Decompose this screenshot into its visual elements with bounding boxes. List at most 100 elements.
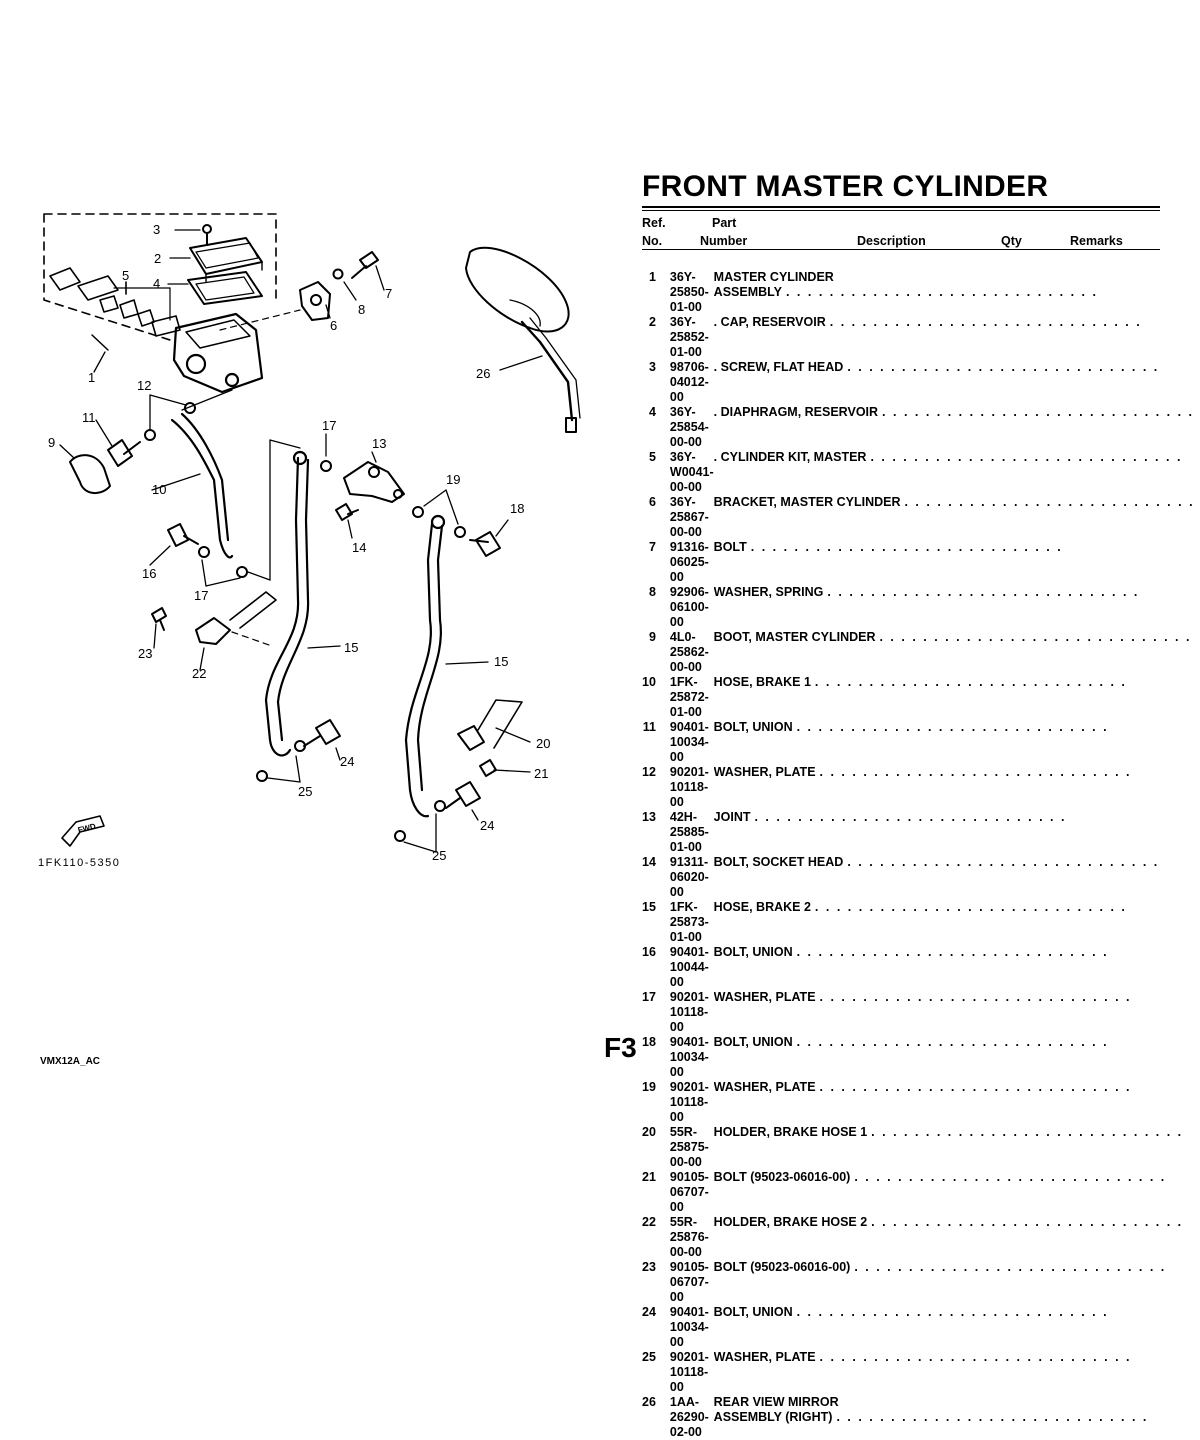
description: BOLT, UNION [714, 1035, 1200, 1080]
header-qty: Qty [1001, 234, 1022, 248]
bracket-master-cylinder [299, 281, 331, 321]
callout-20: 20 [536, 736, 550, 751]
title-rule-thin [642, 210, 1160, 211]
ref-no: 16 [642, 945, 656, 959]
description-text: BRACKET, MASTER CYLINDER [713, 495, 901, 509]
description-text: BOLT, UNION [713, 1035, 793, 1049]
callout-15a: 15 [344, 640, 358, 655]
part-number: 98706-04012-00 [669, 360, 709, 404]
ref-no: 25 [642, 1350, 656, 1364]
ref-no: 19 [642, 1080, 656, 1094]
ref-no: 14 [642, 855, 656, 869]
callout-17b: 17 [322, 418, 336, 433]
ref-no: 26 [642, 1395, 656, 1409]
part-number: 36Y-25854-00-00 [669, 405, 709, 449]
description-text: BOLT, UNION [713, 945, 793, 959]
fwd-label: FWD [77, 822, 97, 835]
bolt-union-11 [95, 419, 141, 467]
description: WASHER, SPRING [714, 585, 1200, 630]
callout-1: 1 [88, 370, 95, 385]
holder-brake-hose-1 [457, 699, 531, 751]
description-text: HOSE, BRAKE 2 [713, 900, 811, 914]
part-number: 1FK-25872-01-00 [669, 675, 709, 719]
description: BRACKET, MASTER CYLINDER [714, 495, 1200, 540]
ref-no: 3 [648, 360, 656, 374]
rear-view-mirror [465, 246, 581, 433]
description-text: WASHER, PLATE [713, 990, 816, 1004]
assembly-outline [43, 213, 277, 341]
part-number: 90401-10044-00 [669, 945, 709, 989]
description: HOSE, BRAKE 2 [714, 900, 1200, 945]
description-text: WASHER, SPRING [713, 585, 824, 599]
callout-25a: 25 [298, 784, 312, 799]
callout-8: 8 [358, 302, 365, 317]
ref-no: 8 [648, 585, 656, 599]
bolt-union-18 [469, 519, 509, 557]
header-part-top: Part [712, 216, 737, 230]
master-cylinder-body [172, 309, 301, 411]
exploded-parts-diagram: 1 2 3 4 5 6 7 8 9 10 11 12 13 14 15 15 1… [38, 213, 581, 869]
ref-no: 11 [642, 720, 656, 734]
description: HOLDER, BRAKE HOSE 2 [714, 1215, 1200, 1260]
callout-4: 4 [153, 276, 160, 291]
part-number: 92906-06100-00 [669, 585, 709, 629]
ref-no: 24 [642, 1305, 656, 1319]
callout-5: 5 [122, 268, 129, 283]
header-part-bottom: Number [700, 234, 748, 248]
part-number: 1FK-25873-01-00 [669, 900, 709, 944]
description-text: WASHER, PLATE [713, 765, 816, 779]
description: BOLT [714, 540, 1200, 585]
washer-plate-17-right [320, 433, 332, 472]
description: HOLDER, BRAKE HOSE 1 [714, 1125, 1200, 1170]
description-text: . CYLINDER KIT, MASTER [713, 450, 867, 464]
header-ref-top: Ref. [642, 216, 666, 230]
page-title: FRONT MASTER CYLINDER [642, 170, 1049, 203]
part-number: 55R-25876-00-00 [669, 1215, 709, 1259]
description-text: BOLT [713, 540, 747, 554]
description-text: BOLT (95023-06016-00) [713, 1170, 851, 1184]
part-number: 91311-06020-00 [669, 855, 709, 899]
description: BOLT, UNION [714, 945, 1200, 990]
ref-no: 13 [642, 810, 656, 824]
part-number: 90105-06707-00 [669, 1170, 709, 1214]
header-rule [642, 249, 1160, 250]
bolt-7 [351, 251, 385, 291]
callout-22: 22 [192, 666, 206, 681]
bolt-21 [479, 759, 531, 777]
description-text: BOLT, UNION [713, 720, 793, 734]
description: BOLT (95023-06016-00) [714, 1170, 1200, 1215]
callout-13: 13 [372, 436, 386, 451]
part-number: 90201-10118-00 [669, 1080, 709, 1124]
callout-17a: 17 [194, 588, 208, 603]
part-number: 1AA-26290-02-00 [669, 1395, 709, 1439]
washer-spring [332, 268, 357, 301]
ref-no: 1 [648, 270, 656, 284]
description-line-2: ASSEMBLY (RIGHT) [713, 1410, 833, 1424]
description: BOOT, MASTER CYLINDER [714, 630, 1200, 675]
callout-21: 21 [534, 766, 548, 781]
ref-no: 9 [648, 630, 656, 644]
description-text: BOOT, MASTER CYLINDER [713, 630, 876, 644]
description: . SCREW, FLAT HEAD [714, 360, 1200, 405]
ref-no: 12 [642, 765, 656, 779]
description-line-1: REAR VIEW MIRROR [713, 1395, 839, 1409]
header-description: Description [857, 234, 926, 248]
page-code: F3 [604, 1032, 637, 1063]
part-number: 90105-06707-00 [669, 1260, 709, 1304]
ref-no: 21 [642, 1170, 656, 1184]
ref-no: 22 [642, 1215, 656, 1229]
description: JOINT [714, 810, 1200, 855]
ref-no: 18 [642, 1035, 656, 1049]
